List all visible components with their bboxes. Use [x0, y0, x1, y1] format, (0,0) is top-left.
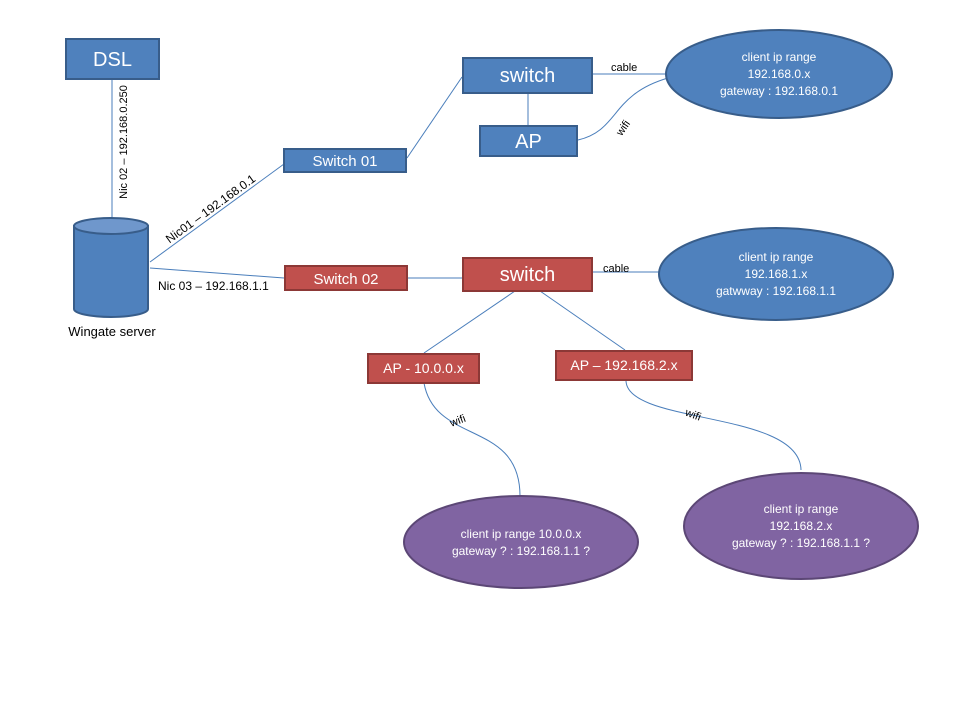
link-ap192-client-wifi — [625, 379, 802, 471]
switch01-box — [283, 148, 407, 173]
client-ellipse-blue-1 — [658, 227, 894, 321]
switch-blue-box — [462, 57, 593, 94]
switch02-box — [284, 265, 408, 291]
dsl-label: DSL — [93, 49, 132, 71]
link-wingate-switch02 — [149, 267, 285, 279]
dsl-node[interactable]: DSL — [65, 38, 160, 80]
link-switch-red-ap10 — [423, 290, 516, 354]
ap-192-2-box — [555, 350, 693, 381]
link-ap-client-wifi — [577, 77, 669, 141]
nic01-label: Nic01 – 192.168.0.1 — [163, 171, 258, 246]
wingate-server-node[interactable]: Wingate server — [68, 217, 156, 339]
server-cylinder-icon — [73, 225, 149, 318]
client-range-192-168-2[interactable]: client ip range 192.168.2.x gateway ? : … — [683, 472, 919, 580]
client-ellipse-blue-0 — [665, 29, 893, 119]
server-cylinder-top — [73, 217, 149, 235]
link-ap10-client-wifi — [423, 382, 521, 497]
link-switch-red-ap192 — [539, 290, 626, 351]
client-range-192-168-1[interactable]: client ip range 192.168.1.x gatwway : 19… — [658, 227, 894, 321]
cable-top-label: cable — [611, 62, 637, 74]
client-purple-2-line2: 192.168.2.x — [770, 519, 833, 533]
link-switch01-switch-blue — [406, 76, 463, 159]
ap-blue-label: AP — [515, 131, 542, 153]
client-purple-2-line1: client ip range — [764, 502, 839, 516]
client-purple-10-line1: client ip range 10.0.0.x — [461, 527, 582, 541]
client-purple-10-line2: gateway ? : 192.168.1.1 ? — [452, 544, 590, 558]
switch-red-box — [462, 257, 593, 292]
ap-blue-box — [479, 125, 578, 157]
ap-192-2-label: AP – 192.168.2.x — [570, 357, 677, 373]
client-ellipse-purple-10 — [403, 495, 639, 589]
switch02-node[interactable]: Switch 02 — [284, 265, 408, 291]
switch-blue-node[interactable]: switch — [462, 57, 593, 94]
switch01-node[interactable]: Switch 01 — [283, 148, 407, 173]
wingate-label: Wingate server — [68, 324, 156, 339]
client-purple-2-line3: gateway ? : 192.168.1.1 ? — [732, 536, 870, 550]
client-blue-1-line1: client ip range — [739, 250, 814, 264]
wifi-left-label: wifi — [448, 413, 468, 430]
client-blue-1-line2: 192.168.1.x — [745, 267, 808, 281]
client-blue-0-line3: gateway : 192.168.0.1 — [720, 84, 838, 98]
switch-blue-label: switch — [500, 65, 556, 87]
client-blue-0-line1: client ip range — [742, 50, 817, 64]
wifi-top-label: wifi — [613, 118, 633, 139]
switch02-label: Switch 02 — [313, 271, 378, 288]
ap-blue-node[interactable]: AP — [479, 125, 578, 157]
ap-10-box — [367, 353, 480, 384]
switch-red-label: switch — [500, 264, 556, 286]
nic02-label: Nic 02 – 192.168.0.250 — [118, 85, 130, 199]
client-blue-0-line2: 192.168.0.x — [748, 67, 811, 81]
ap-10-node[interactable]: AP - 10.0.0.x — [367, 353, 480, 384]
connection-lines — [111, 73, 802, 497]
dsl-box — [65, 38, 160, 80]
ap-192-2-node[interactable]: AP – 192.168.2.x — [555, 350, 693, 381]
cable-mid-label: cable — [603, 263, 629, 275]
client-blue-1-line3: gatwway : 192.168.1.1 — [716, 284, 836, 298]
switch-red-node[interactable]: switch — [462, 257, 593, 292]
switch01-label: Switch 01 — [312, 153, 377, 170]
client-range-10-0-0[interactable]: client ip range 10.0.0.x gateway ? : 192… — [403, 495, 639, 589]
ap-10-label: AP - 10.0.0.x — [383, 360, 464, 376]
wifi-right-label: wifi — [683, 406, 703, 423]
nic03-label: Nic 03 – 192.168.1.1 — [158, 279, 269, 293]
client-range-192-168-0[interactable]: client ip range 192.168.0.x gateway : 19… — [665, 29, 893, 119]
link-wingate-switch01 — [149, 163, 285, 263]
client-ellipse-purple-2 — [683, 472, 919, 580]
